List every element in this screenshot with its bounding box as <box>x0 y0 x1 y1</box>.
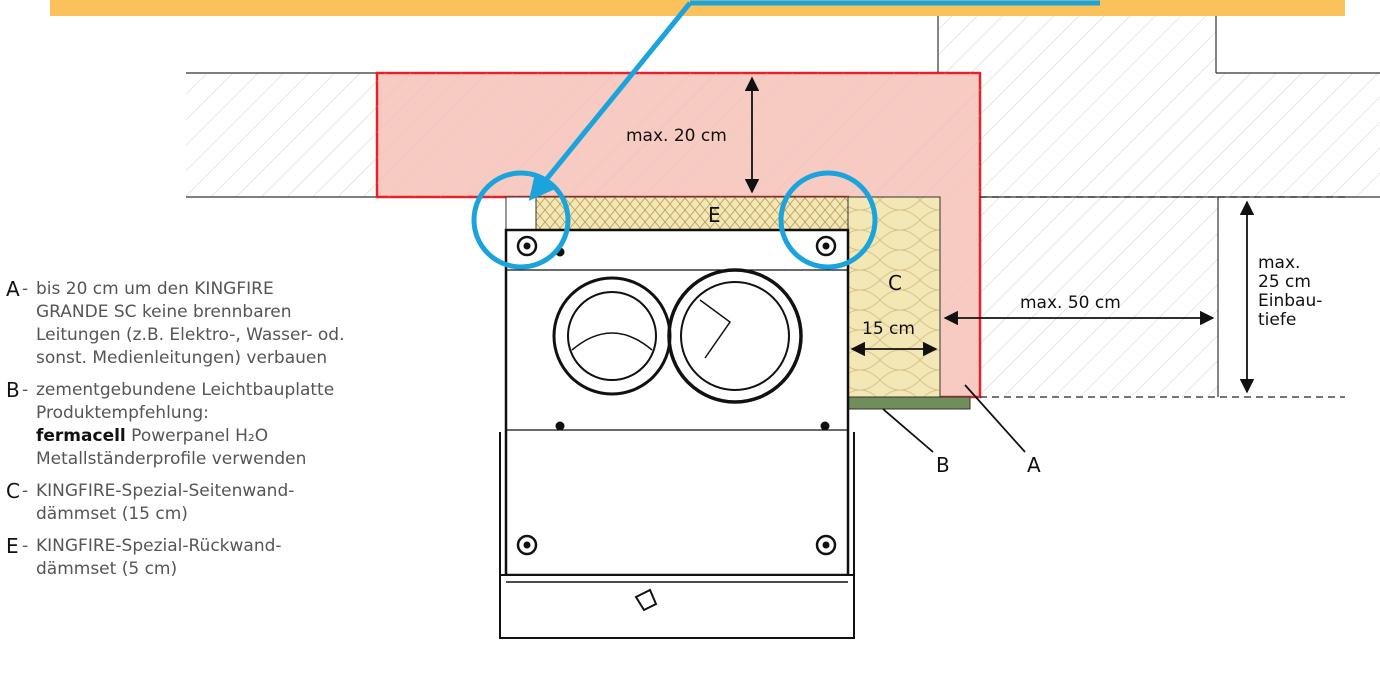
legend-line: sonst. Medienleitungen) verbauen <box>36 348 328 368</box>
dimension-arrows <box>744 76 1255 394</box>
door-handle-icon <box>634 588 658 612</box>
legend-item-e: E - KINGFIRE-Spezial-Rückwand- dämmset (… <box>6 535 336 581</box>
legend-separator: - <box>22 536 29 556</box>
letter-c: C <box>888 271 902 295</box>
legend-separator: - <box>22 481 29 501</box>
legend-line: bis 20 cm um den KINGFIRE <box>36 279 274 299</box>
product-name: Powerpanel H₂O <box>131 426 269 446</box>
legend-key: A <box>6 277 20 301</box>
label-depth-4: tiefe <box>1258 310 1296 330</box>
legend-key: E <box>6 534 19 558</box>
legend-line: Metallständerprofile verwenden <box>36 449 307 469</box>
legend-item-c: C - KINGFIRE-Spezial-Seitenwand- dämmset… <box>6 480 336 526</box>
mounting-screws <box>516 235 837 556</box>
legend-separator: - <box>22 279 29 299</box>
legend-key: B <box>6 378 20 402</box>
legend-separator: - <box>22 380 29 400</box>
legend-line: KINGFIRE-Spezial-Rückwand- <box>36 536 282 556</box>
legend-line: dämmset (15 cm) <box>36 504 188 524</box>
letter-e: E <box>708 203 721 227</box>
legend-line: GRANDE SC keine brennbaren <box>36 302 292 322</box>
label-depth-1: max. <box>1258 253 1300 273</box>
label-depth-3: Einbau- <box>1258 291 1322 311</box>
legend-line: dämmset (5 cm) <box>36 559 178 579</box>
legend-line: Leitungen (z.B. Elektro-, Wasser- od. <box>36 325 345 345</box>
legend-product-line: fermacell Powerpanel H₂O <box>36 425 336 448</box>
legend: A - bis 20 cm um den KINGFIRE GRANDE SC … <box>6 277 345 590</box>
detail-callouts <box>471 0 1100 270</box>
letter-a: A <box>1027 453 1041 477</box>
legend-key: C <box>6 479 20 503</box>
label-depth-2: 25 cm <box>1258 272 1311 292</box>
legend-line: Produktempfehlung: <box>36 403 209 423</box>
legend-item-a: A - bis 20 cm um den KINGFIRE GRANDE SC … <box>6 277 345 370</box>
legend-item-b: B - zementgebundene Leichtbauplatte Prod… <box>6 379 336 471</box>
legend-line: zementgebundene Leichtbauplatte <box>36 380 335 400</box>
legend-line: KINGFIRE-Spezial-Seitenwand- <box>36 481 295 501</box>
flue-opening-right <box>667 268 803 404</box>
dashed-lines <box>980 196 1345 398</box>
label-max-20: max. 20 cm <box>626 126 727 146</box>
label-15cm: 15 cm <box>862 319 915 339</box>
cement-board-b <box>847 396 971 410</box>
brand-name: fermacell <box>36 426 126 446</box>
leader-lines <box>882 384 1026 453</box>
fireplace-unit <box>499 228 855 639</box>
label-max-50: max. 50 cm <box>1020 293 1121 313</box>
letter-b: B <box>936 453 950 477</box>
